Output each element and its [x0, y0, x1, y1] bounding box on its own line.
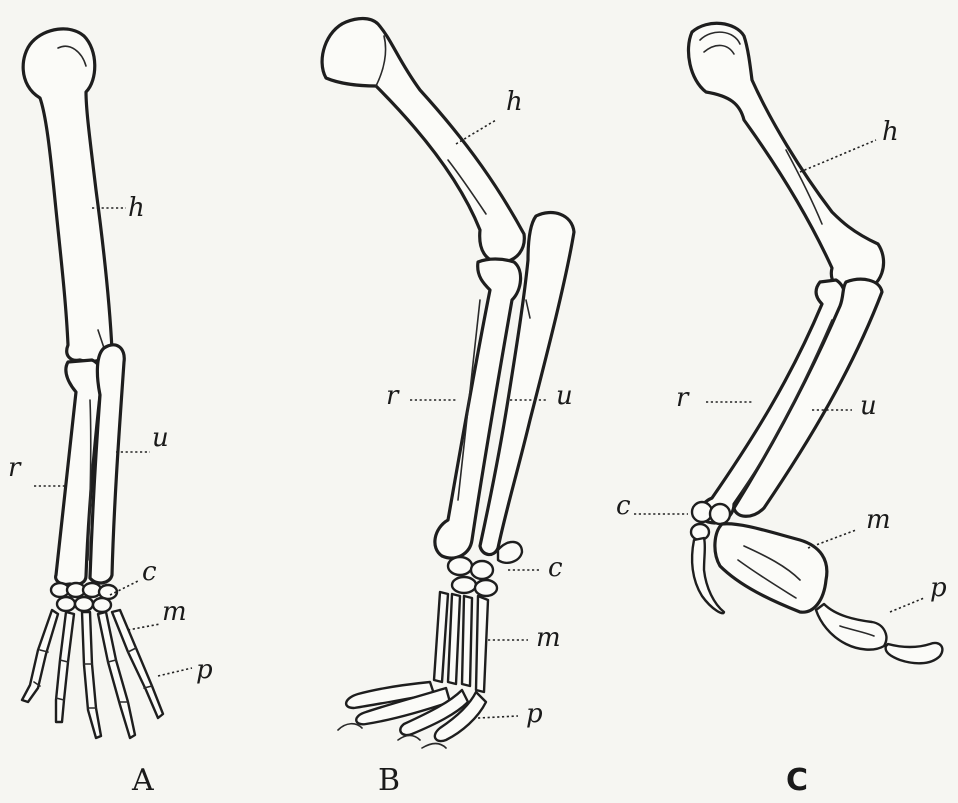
label-phalanges: p	[930, 573, 947, 603]
label-carpals: c	[548, 553, 563, 583]
finger-bones	[22, 610, 163, 738]
label-humerus: h	[882, 117, 899, 147]
humerus-bone	[688, 23, 883, 292]
label-phalanges: p	[526, 699, 543, 729]
label-radius: r	[676, 383, 690, 413]
label-humerus: h	[506, 87, 523, 117]
label-ulna: u	[152, 423, 169, 453]
toe-bones	[338, 682, 486, 748]
label-radius: r	[386, 381, 400, 411]
label-radius: r	[8, 453, 22, 483]
label-ulna: u	[556, 381, 573, 411]
label-humerus: h	[128, 193, 145, 223]
label-metacarpals: m	[536, 623, 561, 653]
caption-c: C	[786, 763, 808, 798]
metacarpal-bones	[434, 592, 488, 692]
figure-b-dog-leg: h r u c m p B	[322, 19, 574, 799]
figure-a-human-arm: h u r c m p A	[8, 29, 213, 798]
caption-a: A	[131, 763, 154, 798]
label-ulna: u	[860, 391, 877, 421]
humerus-bone	[322, 19, 524, 263]
caption-b: B	[378, 763, 400, 798]
figure-c-animal-limb: h r u c m p C	[616, 23, 947, 798]
label-metacarpals: m	[162, 597, 187, 627]
humerus-bone	[23, 29, 112, 362]
label-metacarpals: m	[866, 505, 891, 535]
carpal-bones	[51, 583, 117, 612]
metacarpal-bone	[715, 524, 827, 612]
label-phalanges: p	[196, 655, 213, 685]
label-carpals: c	[142, 557, 157, 587]
label-carpals: c	[616, 491, 631, 521]
